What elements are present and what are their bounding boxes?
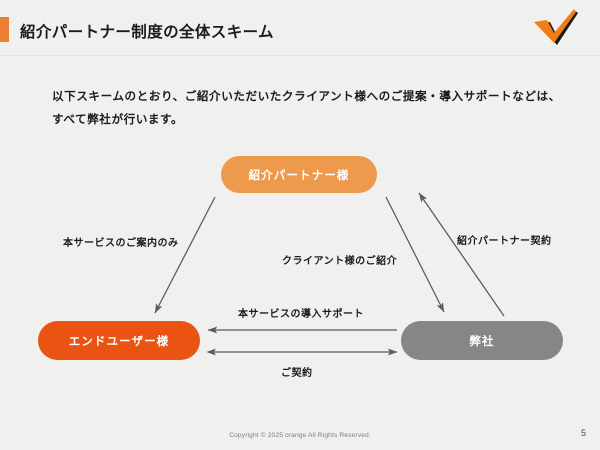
lead-line-1: 以下スキームのとおり、ご紹介いただいたクライアント様へのご提案・導入サポートなど… [52,90,561,103]
node-our-company-label: 弊社 [469,335,495,348]
page-number: 5 [580,428,586,438]
edge-label-guide: 本サービスのご案内のみ [63,238,179,249]
lead-line-2: すべて弊社が行います。 [52,112,184,126]
node-our-company[interactable]: 弊社 [401,321,563,360]
arrow-guide [154,196,216,314]
edge-label-support: 本サービスの導入サポート [238,309,364,320]
lead-paragraph: 以下スキームのとおり、ご紹介いただいたクライアント様へのご提案・導入サポートなど… [52,86,562,131]
node-end-user[interactable]: エンドユーザー様 [38,321,200,360]
edge-label-contract: 紹介パートナー契約 [457,236,552,247]
node-end-user-label: エンドユーザー様 [68,335,170,348]
arrow-contract [418,192,505,317]
edge-label-keiyaku: ご契約 [281,368,313,379]
title-accent-bar [0,17,9,42]
copyright-text: Copyright © 2025 orange All Rights Reser… [229,432,371,439]
scheme-diagram: 紹介パートナー様 エンドユーザー様 弊社 本サービスのご案内のみ クライアント様… [0,140,600,400]
arrow-intro [385,196,445,313]
diagram-arrows-layer [154,192,505,356]
node-referral-partner-label: 紹介パートナー様 [248,169,350,182]
orange-checkmark-logo [534,9,578,45]
node-referral-partner[interactable]: 紹介パートナー様 [221,156,377,193]
page-title: 紹介パートナー制度の全体スキーム [20,24,274,41]
page-header: 紹介パートナー制度の全体スキーム [0,0,600,56]
edge-label-intro: クライアント様のご紹介 [282,256,398,267]
